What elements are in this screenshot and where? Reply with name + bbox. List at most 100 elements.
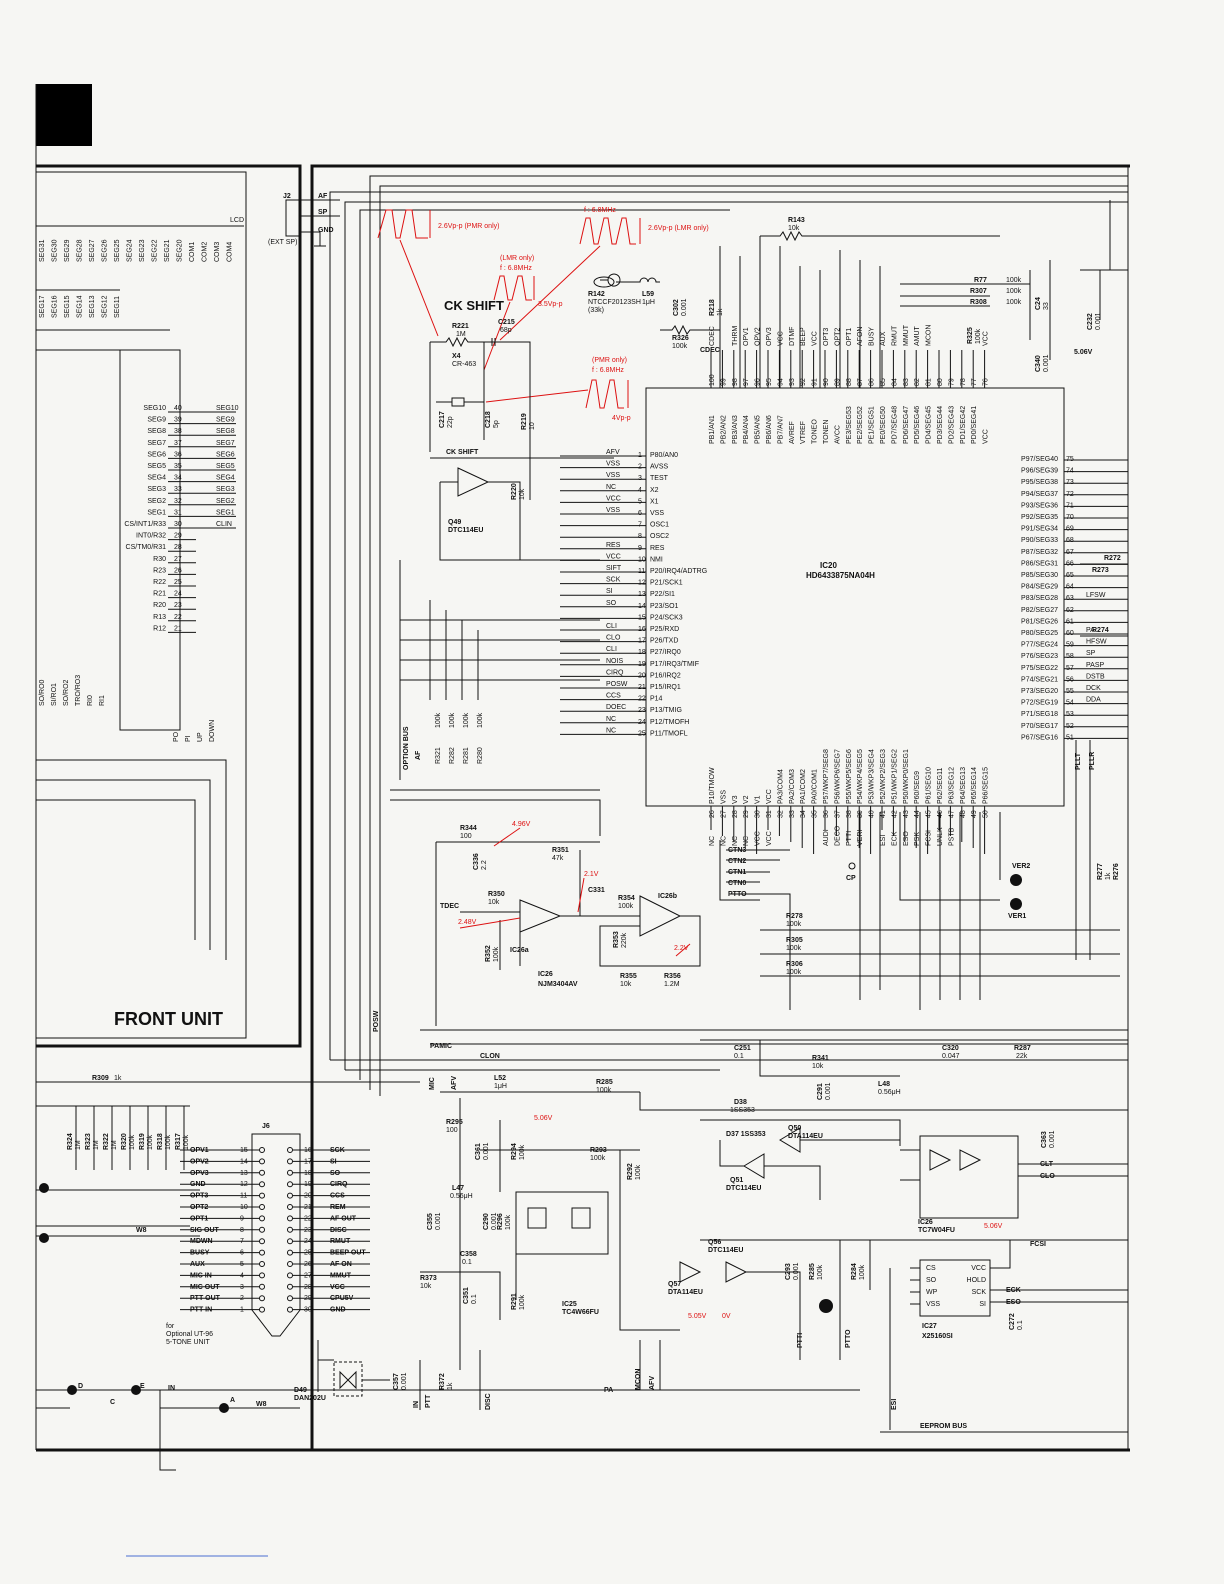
ic20-top-pin: PD3/SEG44 <box>937 406 944 444</box>
ic20-bottom-num: 50 <box>983 810 990 818</box>
seg-pin-label: SEG13 <box>89 295 96 318</box>
r351-value: 47k <box>552 855 564 862</box>
seg-vertical-label: SEG26 <box>102 239 109 262</box>
ic20-top-net-wrap: BUSY <box>869 327 876 346</box>
w8-label: W8 <box>136 1227 147 1234</box>
front-left-pin-label: SEG6 <box>147 451 166 458</box>
front-left-pin-label: SEG8 <box>147 428 166 435</box>
ic20-top-pin-wrap: AVREF <box>789 421 796 444</box>
option-bus-res-value-wrap: 100k <box>449 712 456 728</box>
ic27-left-pin: WP <box>926 1289 938 1296</box>
ic20-top-net-wrap: OPT1 <box>846 328 853 346</box>
q57-ref: Q57 <box>668 1281 681 1288</box>
front-pin-number: 26 <box>174 567 182 574</box>
front-bottom-label-wrap: SO/RO0 <box>39 679 46 706</box>
l47-ref: L47 <box>452 1185 464 1192</box>
ic20-top-num-wrap: 92 <box>800 378 807 386</box>
seg-vertical-label-wrap: SEG29 <box>64 239 71 262</box>
front-unit-border <box>36 164 302 1048</box>
q49-ref: Q49 <box>448 519 461 526</box>
ic20-bottom-pin-wrap: P62/SEG11 <box>937 767 944 804</box>
ic20-top-net-wrap: VCC <box>812 331 819 346</box>
ic20-left-pin: P12/TMOFH <box>650 719 689 726</box>
ic20-left-net: NOIS <box>606 658 623 665</box>
ic20-bottom-pin: P61/SEG10 <box>926 767 933 804</box>
ic20-top-num: 77 <box>971 378 978 386</box>
j6-res-ref-wrap: R323 <box>85 1133 92 1150</box>
j6-pin <box>287 1204 293 1210</box>
ic20-top-pin-wrap: TONEO <box>812 419 819 444</box>
j6-res-value-wrap: 100k <box>147 1134 154 1150</box>
ic20-top-pin-wrap: TONEN <box>823 420 830 444</box>
ic20-bottom-num-wrap: 36 <box>823 810 830 818</box>
ic20-ref: IC20 <box>820 561 837 570</box>
c251-value: 0.1 <box>734 1053 744 1060</box>
ic20-left-pin: P25/RXD <box>650 626 679 633</box>
v248-label: 2.48V <box>458 919 477 926</box>
front-bottom-pin: PO <box>173 731 180 742</box>
c358-value: 0.1 <box>462 1259 472 1266</box>
ic20-top-num-wrap: 99 <box>720 378 727 386</box>
r77-ref: R77 <box>974 277 987 284</box>
front-left-pin-label: R20 <box>153 602 166 609</box>
j6-pin <box>287 1181 293 1188</box>
c361-ref: C361 <box>475 1143 482 1160</box>
l52-value: 1μH <box>494 1083 507 1090</box>
r294-ref: R294 <box>511 1143 518 1160</box>
ic20-top-net: OPT2 <box>834 328 841 346</box>
ic20-bottom-pin-wrap: P64/SEG13 <box>960 767 967 804</box>
ic20-left-pin: TEST <box>650 475 669 482</box>
ic20-bottom-pin-wrap: VCC <box>766 789 773 804</box>
ic20-bottom-num: 47 <box>948 810 955 818</box>
ic20-top-pin: PE1/SEG51 <box>869 406 876 444</box>
ic20-top-num-wrap: 83 <box>903 378 910 386</box>
c351-ref: C351 <box>463 1287 470 1304</box>
ck-shift-net-label: CK SHIFT <box>446 449 479 456</box>
ic20-bottom-pin: P57/WKP7/SEG8 <box>823 749 830 804</box>
ic20-left-net: VCC <box>606 495 621 502</box>
c218-ref: C218 <box>485 411 492 428</box>
mic-label: MIC <box>429 1077 436 1090</box>
front-pin-number: 38 <box>174 428 182 435</box>
ic20-bottom-pin: V3 <box>732 795 739 804</box>
ic20-bottom-pin-wrap: PA1/COM2 <box>800 769 807 804</box>
front-left-pin-label: SEG9 <box>147 417 166 424</box>
front-lcd-bus <box>36 225 244 351</box>
ic20-left-pin: P16/IRQ2 <box>650 672 681 679</box>
ic20-top-num-wrap: 88 <box>846 378 853 386</box>
front-left-pin-label: CS/INT1/R33 <box>124 521 166 528</box>
ic20-bottom-net-wrap: DECO <box>834 825 841 846</box>
waveform-3: (LMR only) f : 6.8MHz 3.5Vp-p <box>493 255 563 308</box>
j6-res-ref: R317 <box>175 1133 182 1150</box>
r291-value: 100k <box>519 1294 526 1310</box>
front-pin-number: 29 <box>174 533 182 540</box>
ic20-top-pin: PD0/SEG41 <box>971 406 978 444</box>
ic20-top-num-wrap: 77 <box>971 378 978 386</box>
front-left-pin-label: R22 <box>153 579 166 586</box>
ic20-right-pin: P81/SEG26 <box>1021 618 1058 625</box>
j6-res-value-wrap: 1M <box>93 1140 100 1150</box>
r352-ref: R352 <box>485 945 492 962</box>
ic20-top-pin-wrap: PD4/SEG45 <box>926 406 933 444</box>
ic20-top-pin: PB5/AN5 <box>755 415 762 444</box>
ic20-bottom-num: 45 <box>926 810 933 818</box>
ic20-bottom-pin: P52/WKP2/SEG3 <box>880 749 887 804</box>
ic20-top-pin: AVCC <box>834 425 841 444</box>
ic20-top-num-wrap: 80 <box>937 378 944 386</box>
r220-value: 10k <box>519 488 526 500</box>
j6-res-ref: R318 <box>157 1133 164 1150</box>
ic20-left-net: CCS <box>606 693 621 700</box>
c357-ref: C357 <box>393 1373 400 1390</box>
ic20-bottom-num-wrap: 34 <box>800 810 807 818</box>
option-bus-res-value-wrap: 100k <box>463 712 470 728</box>
j6-pin <box>259 1204 265 1210</box>
ic20-top-num-wrap: 97 <box>743 378 750 386</box>
ic20-top-net-wrap: OPV2 <box>755 327 762 346</box>
ic20-top-num: 96 <box>755 378 762 386</box>
ic20-left-net: SO <box>606 600 617 607</box>
ic20-top-net: OPV2 <box>755 327 762 346</box>
ic20-bottom-num: 33 <box>789 810 796 818</box>
r307-value: 100k <box>1006 288 1022 295</box>
r284-ref: R284 <box>851 1263 858 1280</box>
q51-part: DTC114EU <box>726 1185 761 1192</box>
